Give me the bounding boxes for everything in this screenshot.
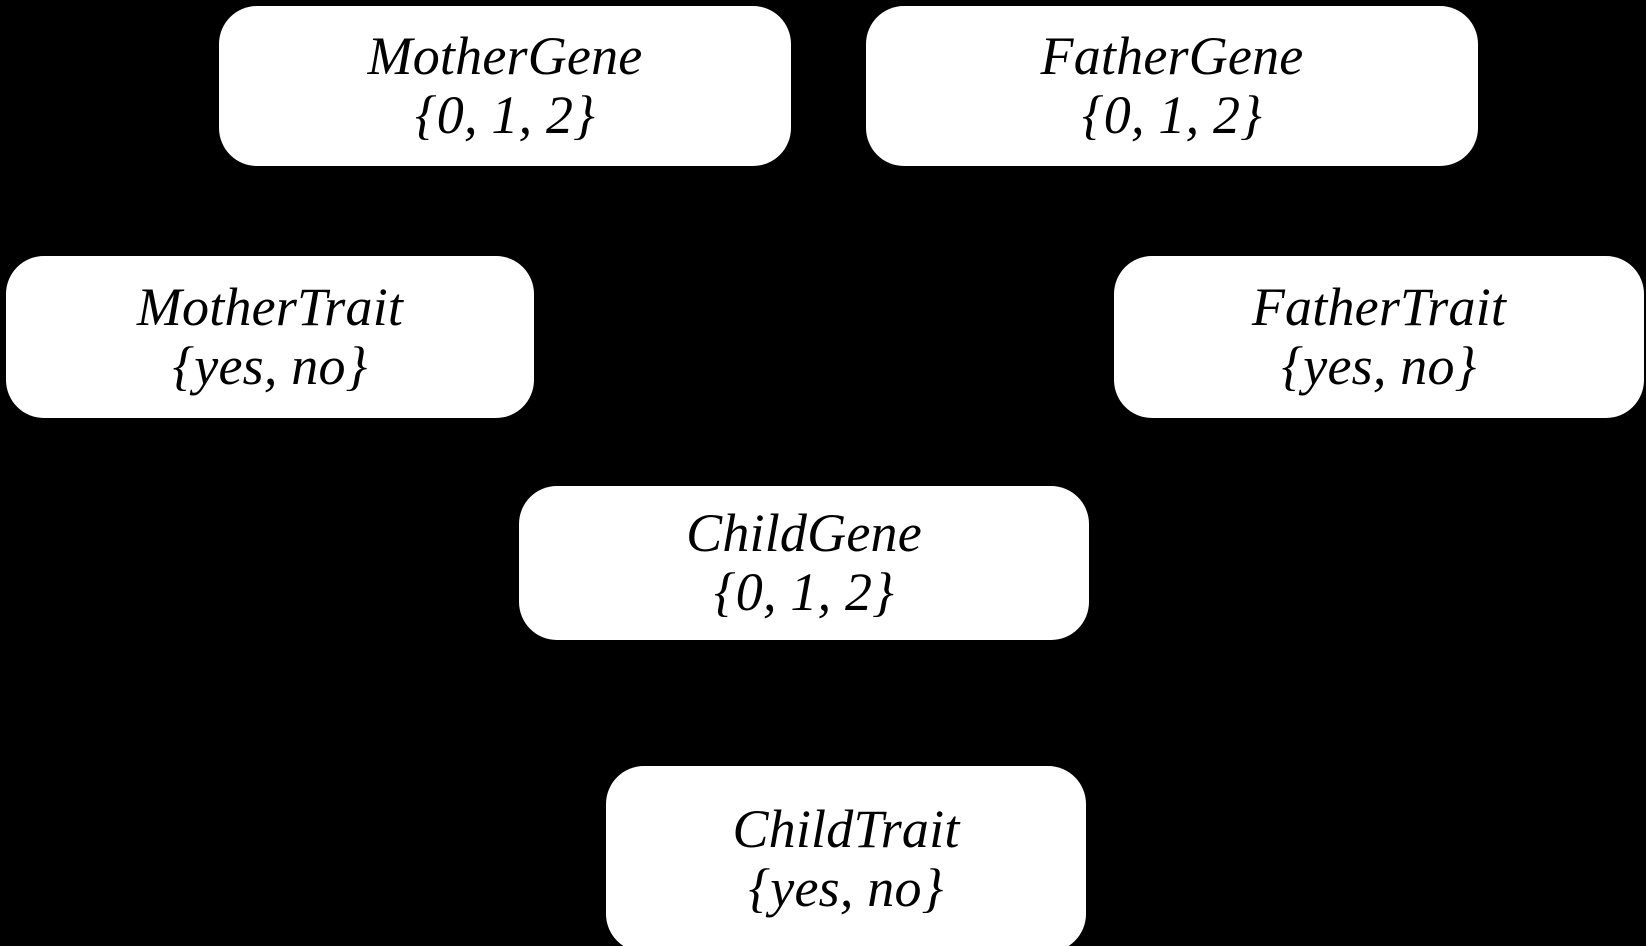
node-mother-gene[interactable]: MotherGene {0, 1, 2} (219, 6, 791, 166)
node-mother-trait-domain: {yes, no} (172, 336, 368, 396)
node-father-trait-label: FatherTrait (1251, 276, 1507, 337)
node-father-gene-label: FatherGene (1040, 25, 1304, 86)
node-child-gene-domain: {0, 1, 2} (714, 562, 894, 622)
node-child-trait-domain: {yes, no} (748, 858, 944, 918)
node-mother-trait[interactable]: MotherTrait {yes, no} (6, 256, 534, 418)
node-child-trait-label: ChildTrait (732, 798, 960, 859)
node-child-gene-label: ChildGene (686, 502, 922, 563)
node-father-gene-domain: {0, 1, 2} (1082, 85, 1262, 145)
node-mother-trait-label: MotherTrait (136, 276, 404, 337)
node-father-trait[interactable]: FatherTrait {yes, no} (1114, 256, 1644, 418)
node-child-gene[interactable]: ChildGene {0, 1, 2} (519, 486, 1089, 640)
node-father-gene[interactable]: FatherGene {0, 1, 2} (866, 6, 1478, 166)
node-child-trait[interactable]: ChildTrait {yes, no} (606, 766, 1086, 946)
node-mother-gene-domain: {0, 1, 2} (415, 85, 595, 145)
node-mother-gene-label: MotherGene (367, 25, 643, 86)
node-father-trait-domain: {yes, no} (1281, 336, 1477, 396)
